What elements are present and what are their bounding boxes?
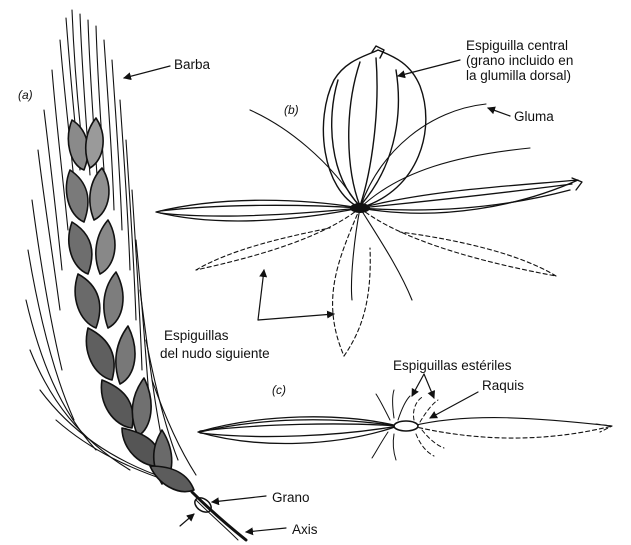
panel-c-node xyxy=(198,390,612,460)
central-spikelet xyxy=(323,46,425,208)
left-lateral-spikelet xyxy=(156,200,360,221)
espiguillas-nudo-label-1: Espiguillas xyxy=(164,328,229,343)
rachis-node xyxy=(350,203,370,213)
panel-a-spike xyxy=(26,10,246,540)
rachis-node-c xyxy=(394,421,418,431)
axis-arrow xyxy=(246,528,286,532)
gluma-arrow xyxy=(488,108,510,116)
barba-label: Barba xyxy=(174,57,211,72)
panel-a-label: (a) xyxy=(18,88,33,102)
panel-b-node xyxy=(156,46,582,356)
next-node-spikelets xyxy=(196,208,556,356)
espiguilla-central-label-1: Espiguilla central xyxy=(466,38,568,53)
espiguillas-esteriles-label: Espiguillas estériles xyxy=(393,358,512,373)
grano-label: Grano xyxy=(272,490,310,505)
leader-arrows xyxy=(124,60,510,532)
nudo-arrow-1 xyxy=(258,270,264,320)
barba-arrow xyxy=(124,66,170,78)
esteriles-arrow-1 xyxy=(412,374,424,396)
axis-tick-arrow xyxy=(180,514,194,526)
gluma-label: Gluma xyxy=(514,109,554,124)
panel-b-label: (b) xyxy=(284,103,299,117)
grano-arrow xyxy=(212,496,266,502)
nudo-arrow-2 xyxy=(258,314,334,320)
panel-c-label: (c) xyxy=(272,383,286,397)
main-spikelet-c xyxy=(198,417,398,444)
grain-shape xyxy=(192,495,214,515)
espiguillas-nudo-label-2: del nudo siguiente xyxy=(160,346,270,361)
espiguilla-central-label-3: la glumilla dorsal) xyxy=(466,68,571,83)
raquis-arrow xyxy=(430,392,478,418)
axis-label: Axis xyxy=(292,522,318,537)
espiguilla-central-label-2: (grano incluido en xyxy=(466,53,573,68)
esteriles-arrow-2 xyxy=(424,374,434,398)
right-spikelet-c xyxy=(412,418,612,438)
raquis-label: Raquis xyxy=(482,378,524,393)
espiguilla-central-arrow xyxy=(398,60,460,76)
